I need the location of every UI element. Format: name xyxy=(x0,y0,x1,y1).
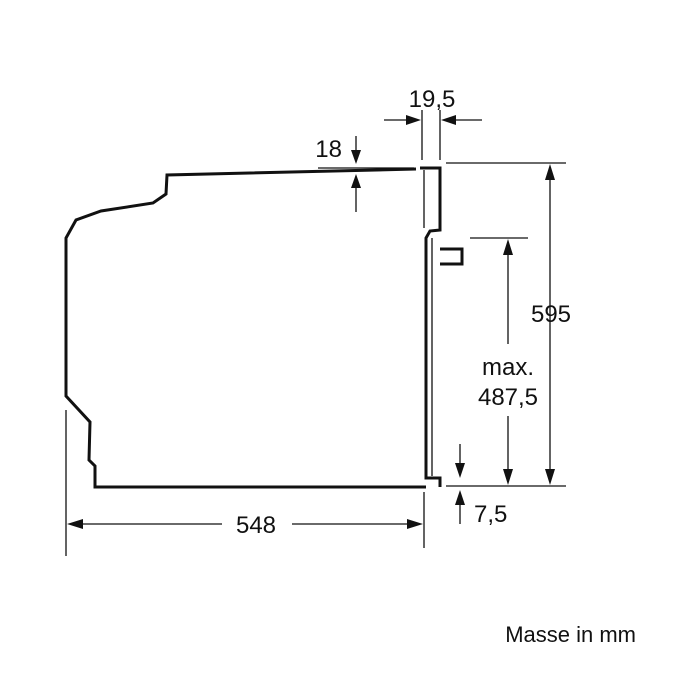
dim-total-height-arrow-top xyxy=(545,164,555,180)
dim-panel-thickness-arrow-left xyxy=(406,115,421,125)
dim-depth-label: 548 xyxy=(236,512,276,539)
dim-bottom-gap-arrow-lower xyxy=(455,490,465,505)
dim-bottom-gap-arrow-upper xyxy=(455,463,465,478)
dim-depth-arrow-right xyxy=(407,519,423,529)
dim-max-height-arrow-top xyxy=(503,239,513,255)
dim-top-gap-label: 18 xyxy=(315,136,342,163)
dim-bottom-gap-label: 7,5 xyxy=(474,501,507,528)
dim-max-height-label: 487,5 xyxy=(478,384,538,411)
units-note: Masse in mm xyxy=(505,622,636,647)
control-knob xyxy=(440,247,464,266)
oven-front-panel-detail xyxy=(423,170,433,476)
dim-total-height-label: 595 xyxy=(531,301,571,328)
dim-panel-thickness-arrow-right xyxy=(441,115,456,125)
dim-panel-thickness-label: 19,5 xyxy=(409,86,456,113)
dim-top-gap-arrow-lower xyxy=(351,174,361,188)
oven-front-panel xyxy=(420,166,442,487)
dim-max-label: max. xyxy=(482,354,534,381)
oven-body-outline xyxy=(64,167,426,489)
dim-top-gap-arrow-upper xyxy=(351,150,361,164)
dim-max-height-arrow-bottom xyxy=(503,469,513,485)
dim-depth-arrow-left xyxy=(67,519,83,529)
dim-total-height-arrow-bottom xyxy=(545,469,555,485)
